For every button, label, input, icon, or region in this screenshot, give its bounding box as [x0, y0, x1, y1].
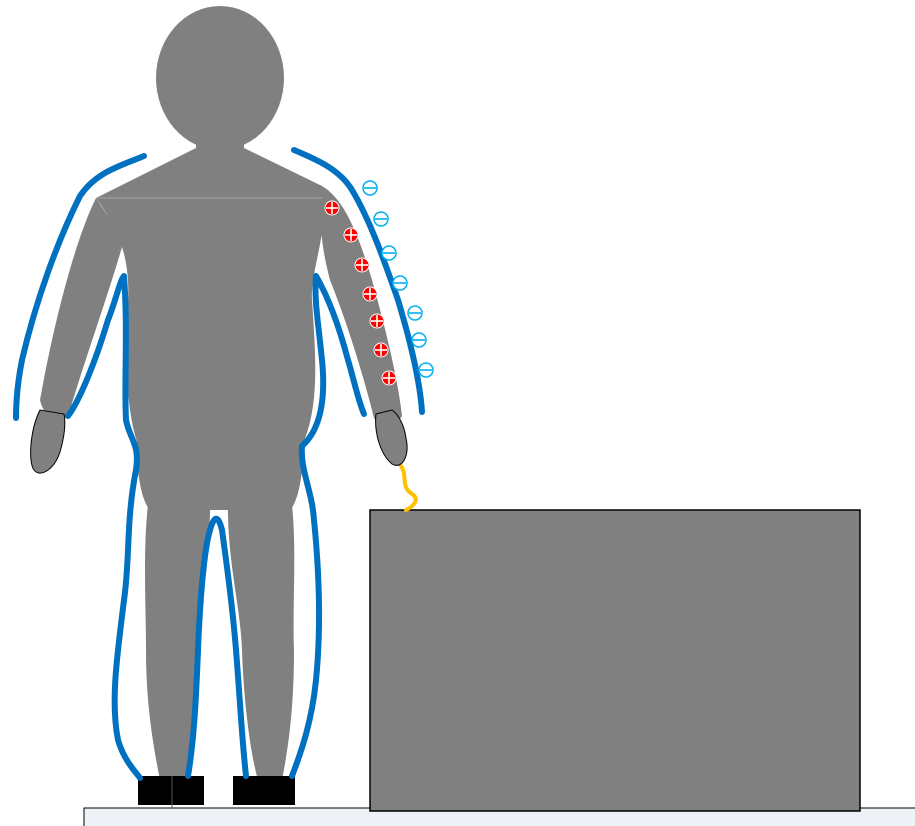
equipment-box: [370, 510, 860, 811]
negative-charge-2: [374, 212, 388, 226]
positive-charge-6: [374, 343, 388, 357]
grounding-wire: [401, 466, 416, 510]
negative-charge-5: [408, 306, 422, 320]
right-leg: [228, 490, 294, 780]
right-shoe: [233, 776, 295, 805]
negative-charge-1: [363, 181, 377, 195]
negative-charge-7: [419, 363, 433, 377]
negative-charge-6: [412, 333, 426, 347]
positive-charge-2: [344, 228, 358, 242]
head: [156, 6, 284, 150]
positive-charge-1: [325, 201, 339, 215]
positive-charge-5: [370, 314, 384, 328]
negative-charge-3: [382, 246, 396, 260]
positive-charge-3: [355, 258, 369, 272]
positive-charge-4: [363, 287, 377, 301]
human-figure: [31, 6, 407, 780]
positive-charge-7: [382, 371, 396, 385]
right-hand: [376, 410, 407, 465]
torso: [96, 148, 324, 450]
negative-charge-4: [393, 276, 407, 290]
left-shoe: [138, 776, 204, 805]
left-hand: [31, 410, 65, 473]
